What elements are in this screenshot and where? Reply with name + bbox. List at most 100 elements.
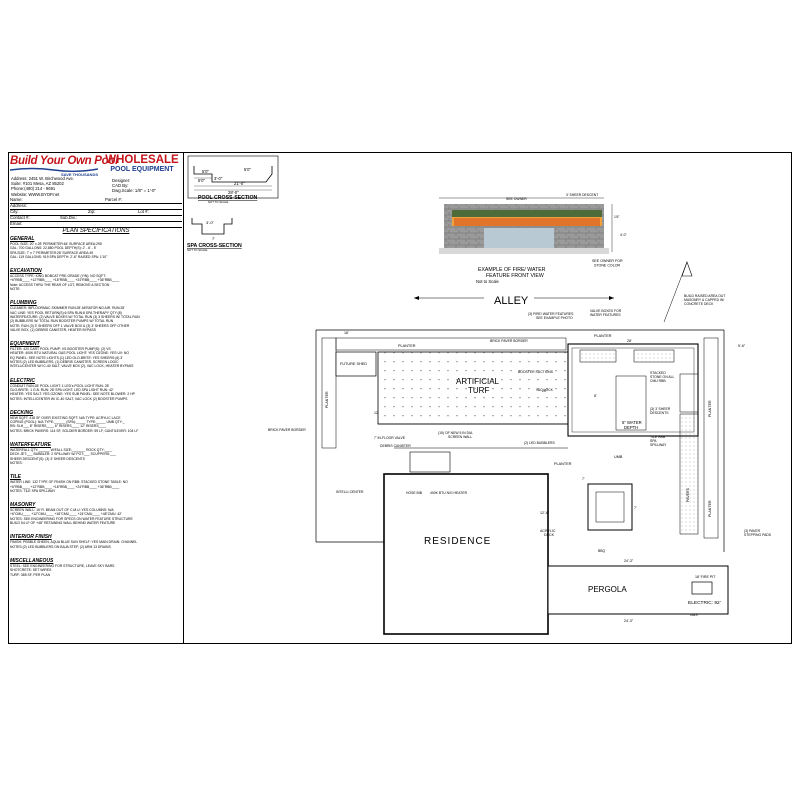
spa-xsec-title: SPA CROSS-SECTION — [187, 243, 242, 249]
spec-line: CONDUIT RUN:28' POOL LIGHT: 1 LED's POOL… — [10, 383, 110, 388]
spec-section-title: MISCELLANEOUS — [10, 558, 54, 564]
spec-line: RB: SLH___ 8" RISERS____ 6" RISERS____ 1… — [10, 424, 107, 429]
spec-line: FILTER: 420 CART POOL PUMP: VS BOOSTER P… — [10, 347, 111, 352]
pool-xsec-note: NOT TO SCALE — [208, 200, 228, 204]
dimension: 24'-3" — [624, 559, 634, 563]
spec-section-title: PLUMBING — [10, 300, 37, 307]
feature-label: 3' SHEER DESCENT — [566, 193, 598, 197]
spa-xsec-note: NOT TO SCALE — [187, 248, 207, 252]
site-plan-drawing: 5'0" 5'0" 5'0" 3'-0" 21'-0" 28'-0" POOL … — [187, 155, 772, 635]
pool-dim: 5'0" — [244, 167, 251, 172]
feature-caption: EXAMPLE OF FIRE/ WATER — [478, 267, 546, 273]
site-label: (3) 3' SHEER — [650, 407, 671, 411]
turf-label: TURF — [468, 386, 489, 395]
wholesale-title: WHOLESALE — [105, 154, 179, 166]
address-line: Website: WWW.BYOP.net — [11, 191, 60, 197]
site-label: (15) OF NEW 5 IN DIA. — [438, 431, 473, 435]
feature-label: SEE OWNER FOR — [592, 259, 623, 263]
feature-label: 4'-0" — [620, 233, 628, 237]
dimension: 12'-6" — [540, 511, 550, 515]
address-field: Address: — [10, 203, 27, 208]
spec-line: TURF: 385 SF, PER PLAN — [10, 572, 51, 577]
feature-label: SEE OWNER — [506, 197, 527, 201]
spec-line: (2) BUBBLERS W/ TOTAL RUN BOOSTER PUMPS … — [10, 319, 114, 324]
email-row: Email: — [10, 221, 182, 228]
spec-line: NOTES:(2) LED BUBBLERS ON BAJA STEP, (2)… — [10, 544, 111, 549]
spec-line: HEATER: YES SALT: YES OZONE: YES SUB PAN… — [10, 392, 135, 397]
spa — [587, 483, 633, 531]
dwg-scale-field: Dwg.Scale: 1/8" = 1'-0" — [112, 188, 156, 194]
dimension: 8' — [594, 394, 597, 398]
spec-line: NOTES: SEE ENGINEERING FOR SPECS ON WATE… — [10, 516, 133, 521]
company-address: Address: 2451 W. Birchwood Ave. Suite: #… — [11, 176, 74, 197]
equipment-pad — [409, 451, 451, 473]
fire-water-feature-view: SEE OWNER 3' SHEER DESCENT 1'6" 4'-0" SE… — [439, 193, 628, 284]
spec-section-title: INTERIOR FINISH — [10, 534, 52, 541]
site-label: ELECTRIC: 92' — [688, 600, 721, 606]
site-label: DECK — [544, 533, 555, 537]
spec-line: DECK JET:___ BUBBLER: 2 SPILLWAY W/ POT:… — [10, 452, 116, 457]
site-label: PLANTER — [325, 391, 329, 408]
wholesale-sub: POOL EQUIPMENT — [110, 166, 174, 173]
feature-caption: FEATURE FRONT VIEW — [486, 273, 544, 279]
spec-line: SPA SIZE: 7' x 7' PERIMETER:28' SURFACE … — [10, 250, 94, 255]
spec-line: GAL: 119 GALLONS: 919 SPA DEPTH: 2'-6" R… — [10, 254, 108, 259]
spa-dim: 3'-0" — [206, 220, 215, 225]
spec-line: POOL SIZE: 20' x 28' PERIMETER:64' SURFA… — [10, 242, 102, 246]
spec-line: WATER LINE: 132 TYPE OF FINISH ON RBB: S… — [10, 480, 128, 485]
city-field: City: — [10, 209, 19, 214]
spec-line: VAC LINE: YES POOL RETURN(S):6 SPA RUN:8… — [10, 310, 122, 315]
site-label: BRICK PAVER BORDER — [490, 339, 528, 343]
dimension: 12' — [374, 411, 379, 415]
spa-dim: 7' — [212, 236, 215, 241]
dimension: 28' — [627, 339, 632, 343]
logo-wave-icon — [10, 167, 98, 172]
site-label: UMB — [614, 455, 623, 459]
spec-line: HEATER: 400K BTU NATURAL GAS POOL LIGHT:… — [10, 351, 130, 356]
site-label: PLANTER — [398, 344, 416, 348]
email-field: Email: — [10, 221, 22, 226]
designer-field: Designer: — [112, 178, 131, 183]
site-label: PLANTER — [708, 500, 712, 517]
contact-row: Contact #: Sub.Div.: — [10, 215, 182, 222]
address-line: Suite: #101 Mesa, AZ 85202 — [11, 181, 64, 187]
spec-line: NOTES: — [10, 460, 23, 465]
dimension: 7' — [634, 506, 637, 510]
spec-line: +6"RBB____ +12"RBB____ +18"RBB____ +24"R… — [10, 278, 120, 283]
site-label: VAC LOCK — [536, 388, 554, 392]
site-label: (2) LED BUBBLERS — [524, 441, 555, 445]
site-label: 7' IN-FLOOR VALVE — [374, 436, 406, 440]
address-line: Phone:(480) 214 - 9691 — [11, 186, 56, 192]
spec-line: INTELLICENTER W/ IC-40 SALT, VALVE BOX (… — [10, 364, 134, 369]
name-field: Name: — [10, 197, 23, 202]
spec-line: GLO-BRITE: 1 G.B. RUN: 28' SPA LIGHT: LE… — [10, 387, 114, 392]
residence-label: RESIDENCE — [424, 536, 491, 547]
city-row: City: Zip: Lot #: — [10, 209, 182, 216]
site-label: STACKED — [650, 371, 666, 375]
spec-line: NOTES:(2) LED BUBBLERS, (1) DEBRIS CANIS… — [10, 360, 119, 365]
cad-by-field: CAD By: — [112, 183, 129, 189]
logo-main: Build Your Own Pool — [10, 155, 119, 167]
pool-dim: 5'0" — [198, 178, 205, 183]
spec-line: NOTE: — [10, 287, 21, 292]
artificial-turf — [377, 351, 569, 425]
site-label: (3) PAVER — [744, 529, 761, 533]
site-label: 400K BTU N/G HEATER — [430, 491, 468, 495]
site-label: STEPPING PADS — [744, 533, 772, 537]
site-label: BUILD RAISED AREA OUT — [684, 294, 725, 298]
spec-line: NOTES: BRICK PAVERS: 114 SF, SOLDIER BOR… — [10, 428, 139, 433]
site-label: SEE EXAMPLE PHOTO — [536, 316, 573, 320]
parcel-field: Parcel #: — [105, 197, 122, 202]
feature-caption-note: Not to Scale — [476, 279, 499, 284]
site-label: PAVERS — [686, 487, 690, 502]
site-label: PLANTER — [554, 462, 572, 466]
pool-dim: 5'0" — [202, 169, 209, 174]
site-label: CMU RBB — [650, 379, 666, 383]
spec-line: +6"CMU____ +12"CMU____ +18"CMU____ +24"C… — [10, 512, 122, 517]
spec-line: VALVE BOX, (1) DEBRIS CANISTER, HEATER B… — [10, 327, 96, 332]
pool-cross-section: 5'0" 5'0" 5'0" 3'-0" 21'-0" 28'-0" POOL … — [187, 155, 279, 204]
